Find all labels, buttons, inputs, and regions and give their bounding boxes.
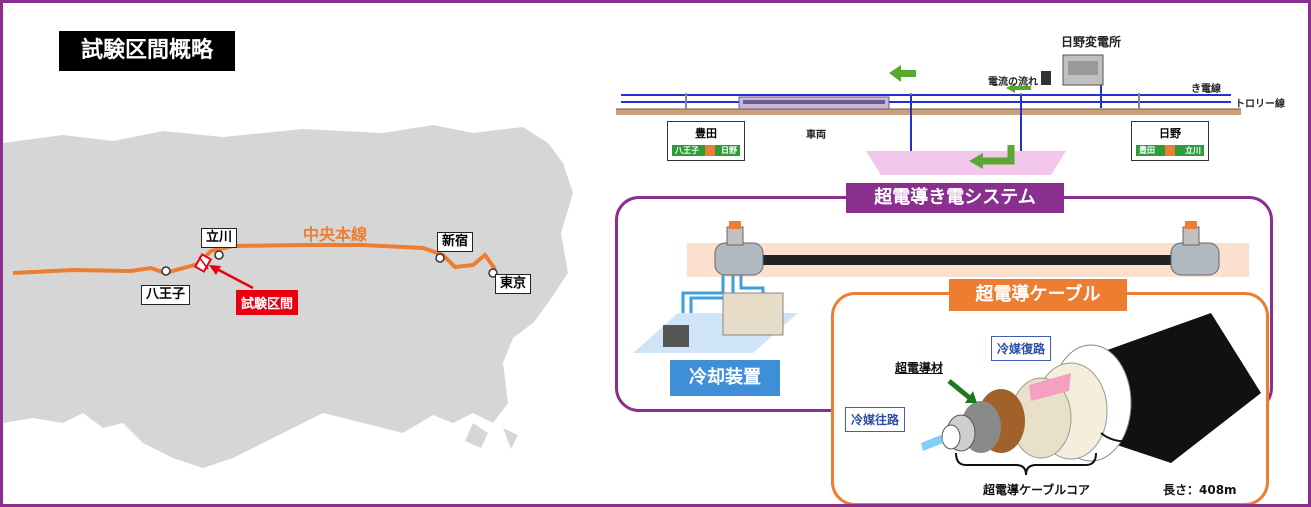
core-brace bbox=[955, 452, 1097, 476]
return-path-label: 冷媒復路 bbox=[991, 336, 1052, 361]
line-name-label: 中央本線 bbox=[303, 225, 368, 244]
station-label-shinjuku: 新宿 bbox=[437, 232, 474, 252]
station-sign-hino-name: 日野 bbox=[1159, 127, 1181, 140]
pipe-brace bbox=[1100, 394, 1242, 445]
railway-overview bbox=[616, 54, 1241, 175]
current-flow-label: 電流の流れ bbox=[988, 77, 1038, 88]
station-label-tokyo: 東京 bbox=[495, 274, 532, 294]
superconductor-arrow bbox=[947, 379, 973, 401]
cooling-unit bbox=[722, 292, 784, 336]
test-section-label: 試験区間 bbox=[236, 290, 299, 315]
feeder-line-label: き電線 bbox=[1191, 84, 1221, 95]
chuo-line bbox=[12, 243, 497, 276]
current-arrow-left bbox=[889, 65, 916, 82]
station-label-tachikawa: 立川 bbox=[201, 228, 238, 248]
cable-title: 超電導ケーブル bbox=[949, 279, 1127, 311]
station-sign-hino: 日野 豊田 立川 bbox=[1131, 121, 1209, 161]
outbound-arrow bbox=[921, 435, 943, 451]
test-section-arrow bbox=[214, 266, 254, 290]
station-dot-tachikawa bbox=[214, 250, 224, 260]
station-dot-shinjuku bbox=[435, 253, 445, 263]
pink-band bbox=[1029, 373, 1071, 401]
termination-left bbox=[714, 242, 764, 276]
insulation-pipe-label: 断熱管 bbox=[1153, 435, 1190, 449]
station-sign-toyoda-next: 日野 bbox=[721, 146, 737, 155]
station-dot-hachioji bbox=[161, 266, 171, 276]
cable-assembly bbox=[633, 221, 1249, 353]
cooling-title: 冷却装置 bbox=[670, 360, 780, 396]
trolley-line-label: トロリー線 bbox=[1235, 99, 1285, 110]
compressor bbox=[663, 325, 689, 347]
map-islands bbox=[465, 423, 518, 449]
sign-marker bbox=[705, 145, 715, 156]
cable-body bbox=[763, 255, 1173, 265]
vehicle-label: 車両 bbox=[806, 130, 826, 141]
current-arrow-bottom bbox=[981, 145, 1015, 165]
superconductor-label: 超電導材 bbox=[895, 361, 944, 375]
station-sign-toyoda-prev: 八王子 bbox=[675, 146, 699, 155]
station-sign-toyoda-name: 豊田 bbox=[695, 127, 717, 140]
outbound-path-label: 冷媒往路 bbox=[845, 407, 906, 432]
current-flow-arrow bbox=[1006, 83, 1031, 93]
station-sign-toyoda: 豊田 八王子 日野 bbox=[667, 121, 745, 161]
transformer bbox=[1041, 71, 1051, 85]
track bbox=[616, 109, 1241, 115]
station-sign-hino-next: 立川 bbox=[1185, 146, 1201, 155]
termination-right bbox=[1170, 242, 1220, 276]
system-title: 超電導き電システム bbox=[846, 183, 1064, 213]
cable-cross-section bbox=[921, 313, 1261, 476]
station-sign-hino-prev: 豊田 bbox=[1139, 146, 1155, 155]
substation-label: 日野変電所 bbox=[1061, 35, 1122, 49]
sign-marker bbox=[1165, 145, 1175, 156]
page-title: 試験区間概略 bbox=[59, 31, 235, 71]
station-label-hachioji: 八王子 bbox=[141, 285, 191, 305]
cable-core-label: 超電導ケーブルコア bbox=[983, 483, 1091, 497]
cable-length-label: 長さ：408m bbox=[1163, 483, 1237, 497]
tokyo-map bbox=[3, 125, 573, 468]
cable-area bbox=[866, 151, 1066, 175]
